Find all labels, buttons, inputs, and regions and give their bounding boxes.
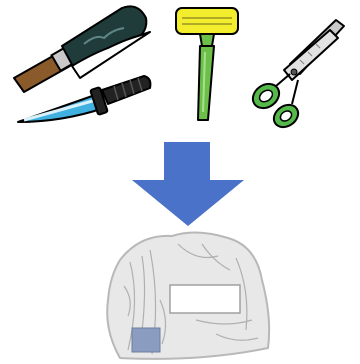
bundle-tag: [132, 328, 160, 352]
down-arrow-icon: [132, 142, 244, 226]
razor-icon: [176, 8, 238, 120]
wrapped-bundle-icon: [107, 232, 269, 358]
kitchen-knife-icon: [14, 6, 150, 92]
scissors-icon: [248, 20, 344, 132]
bundle-label: [170, 285, 240, 313]
